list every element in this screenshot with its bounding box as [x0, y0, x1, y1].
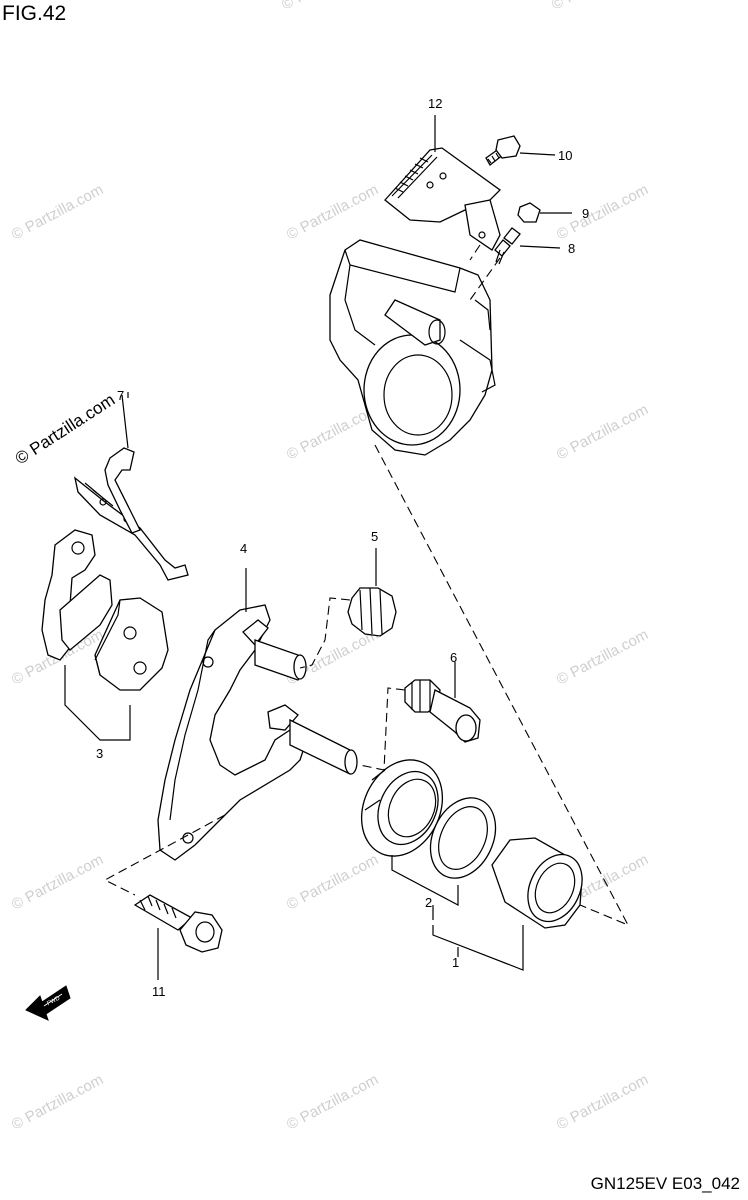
watermark-layer: © Partzilla.com © Partzilla.com © Partzi… [9, 0, 651, 1134]
part-2-piston-seals [360, 759, 497, 920]
part-10-bolt [485, 135, 556, 166]
part-9-clip-nut [517, 202, 572, 223]
part-6-pin-boot [359, 662, 481, 771]
part-5-boot [299, 548, 397, 669]
watermark: © Partzilla.com [284, 851, 381, 913]
callout-3: 3 [96, 746, 103, 761]
watermark-prominent: © Partzilla.com [12, 390, 118, 468]
watermark: © Partzilla.com [9, 851, 106, 913]
callout-5: 5 [371, 529, 378, 544]
part-1-piston [432, 837, 583, 971]
callout-7: 7 [117, 388, 124, 403]
fwd-arrow-icon: FWD [25, 985, 71, 1021]
callout-8: 8 [568, 241, 575, 256]
callout-9: 9 [582, 206, 589, 221]
callout-11: 11 [152, 984, 166, 999]
callout-1: 1 [452, 955, 459, 970]
watermark: © Partzilla.com [554, 401, 651, 463]
diagram-code: GN125EV E03_042 [590, 1174, 740, 1193]
callout-2: 2 [425, 895, 432, 910]
watermark: © Partzilla.com [9, 1071, 106, 1133]
watermark: © Partzilla.com [554, 181, 651, 243]
callout-10: 10 [558, 148, 572, 163]
part-12-bracket-plate [384, 147, 501, 251]
watermark: © Partzilla.com [284, 181, 381, 243]
figure-title: FIG.42 [2, 2, 67, 25]
part-7-pad-retainer [73, 392, 189, 581]
alignment-lines [103, 444, 630, 927]
watermark: © Partzilla.com [554, 1071, 651, 1133]
caliper-body [329, 239, 501, 456]
callout-labels: 1 2 3 4 5 6 7 8 9 10 11 12 [96, 96, 589, 999]
watermark: © Partzilla.com [279, 0, 376, 14]
callout-4: 4 [240, 541, 247, 556]
part-3-brake-pads [41, 529, 169, 741]
part-8-bleeder-valve [494, 227, 561, 265]
watermark: © Partzilla.com [549, 0, 646, 14]
watermark: © Partzilla.com [554, 626, 651, 688]
part-4-caliper-bracket [157, 568, 358, 861]
callout-6: 6 [450, 650, 457, 665]
watermark: © Partzilla.com [9, 181, 106, 243]
callout-12: 12 [428, 96, 442, 111]
watermark: © Partzilla.com [284, 1071, 381, 1133]
part-11-bolt [133, 894, 223, 980]
